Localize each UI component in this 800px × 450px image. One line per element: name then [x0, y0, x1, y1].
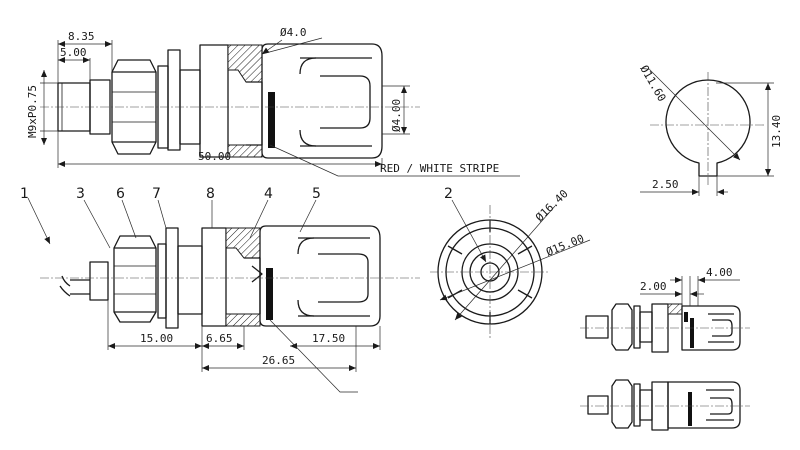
callout-7: 7	[152, 186, 161, 202]
dim-2-50: 2.50	[652, 178, 679, 191]
callout-6: 6	[116, 186, 125, 202]
variant-views: 2.00 4.00	[580, 266, 750, 431]
dim-17-50: 17.50	[312, 332, 345, 345]
dim-5-00: 5.00	[60, 46, 87, 59]
stripe-note: RED / WHITE STRIPE	[380, 162, 499, 175]
dim-dia-4-00: Ø4.00	[390, 99, 403, 132]
dim-dia-15-00: Ø15.00	[544, 232, 586, 259]
dim-15-00: 15.00	[140, 332, 173, 345]
callout-4: 4	[264, 186, 273, 202]
front-view: 2 Ø16.40 Ø15.00	[430, 186, 591, 340]
callout-8: 8	[206, 186, 215, 202]
dim-dia-16-40: Ø16.40	[533, 187, 571, 224]
callout-2: 2	[444, 186, 453, 202]
dim-2-00: 2.00	[640, 280, 667, 293]
dim-6-65: 6.65	[206, 332, 233, 345]
main-view: 1 3 6 7 8 4 5 15.00 6.65 17.50 26.65	[20, 186, 420, 393]
dim-dia-4-0: Ø4.0	[280, 26, 307, 39]
dim-26-65: 26.65	[262, 354, 295, 367]
callout-1: 1	[20, 186, 29, 202]
dim-thread: M9xP0.75	[26, 85, 39, 138]
dim-4-00: 4.00	[706, 266, 733, 279]
callout-3: 3	[76, 186, 85, 202]
dim-50-00: 50.00	[198, 150, 231, 163]
dim-8-35: 8.35	[68, 30, 95, 43]
panel-cutout-view: Ø11.60 13.40 2.50	[637, 63, 783, 196]
callout-5: 5	[312, 186, 321, 202]
dim-13-40: 13.40	[770, 115, 783, 148]
top-view: 8.35 5.00 M9xP0.75 50.00 Ø4.0 Ø4.00 RED …	[26, 26, 520, 177]
